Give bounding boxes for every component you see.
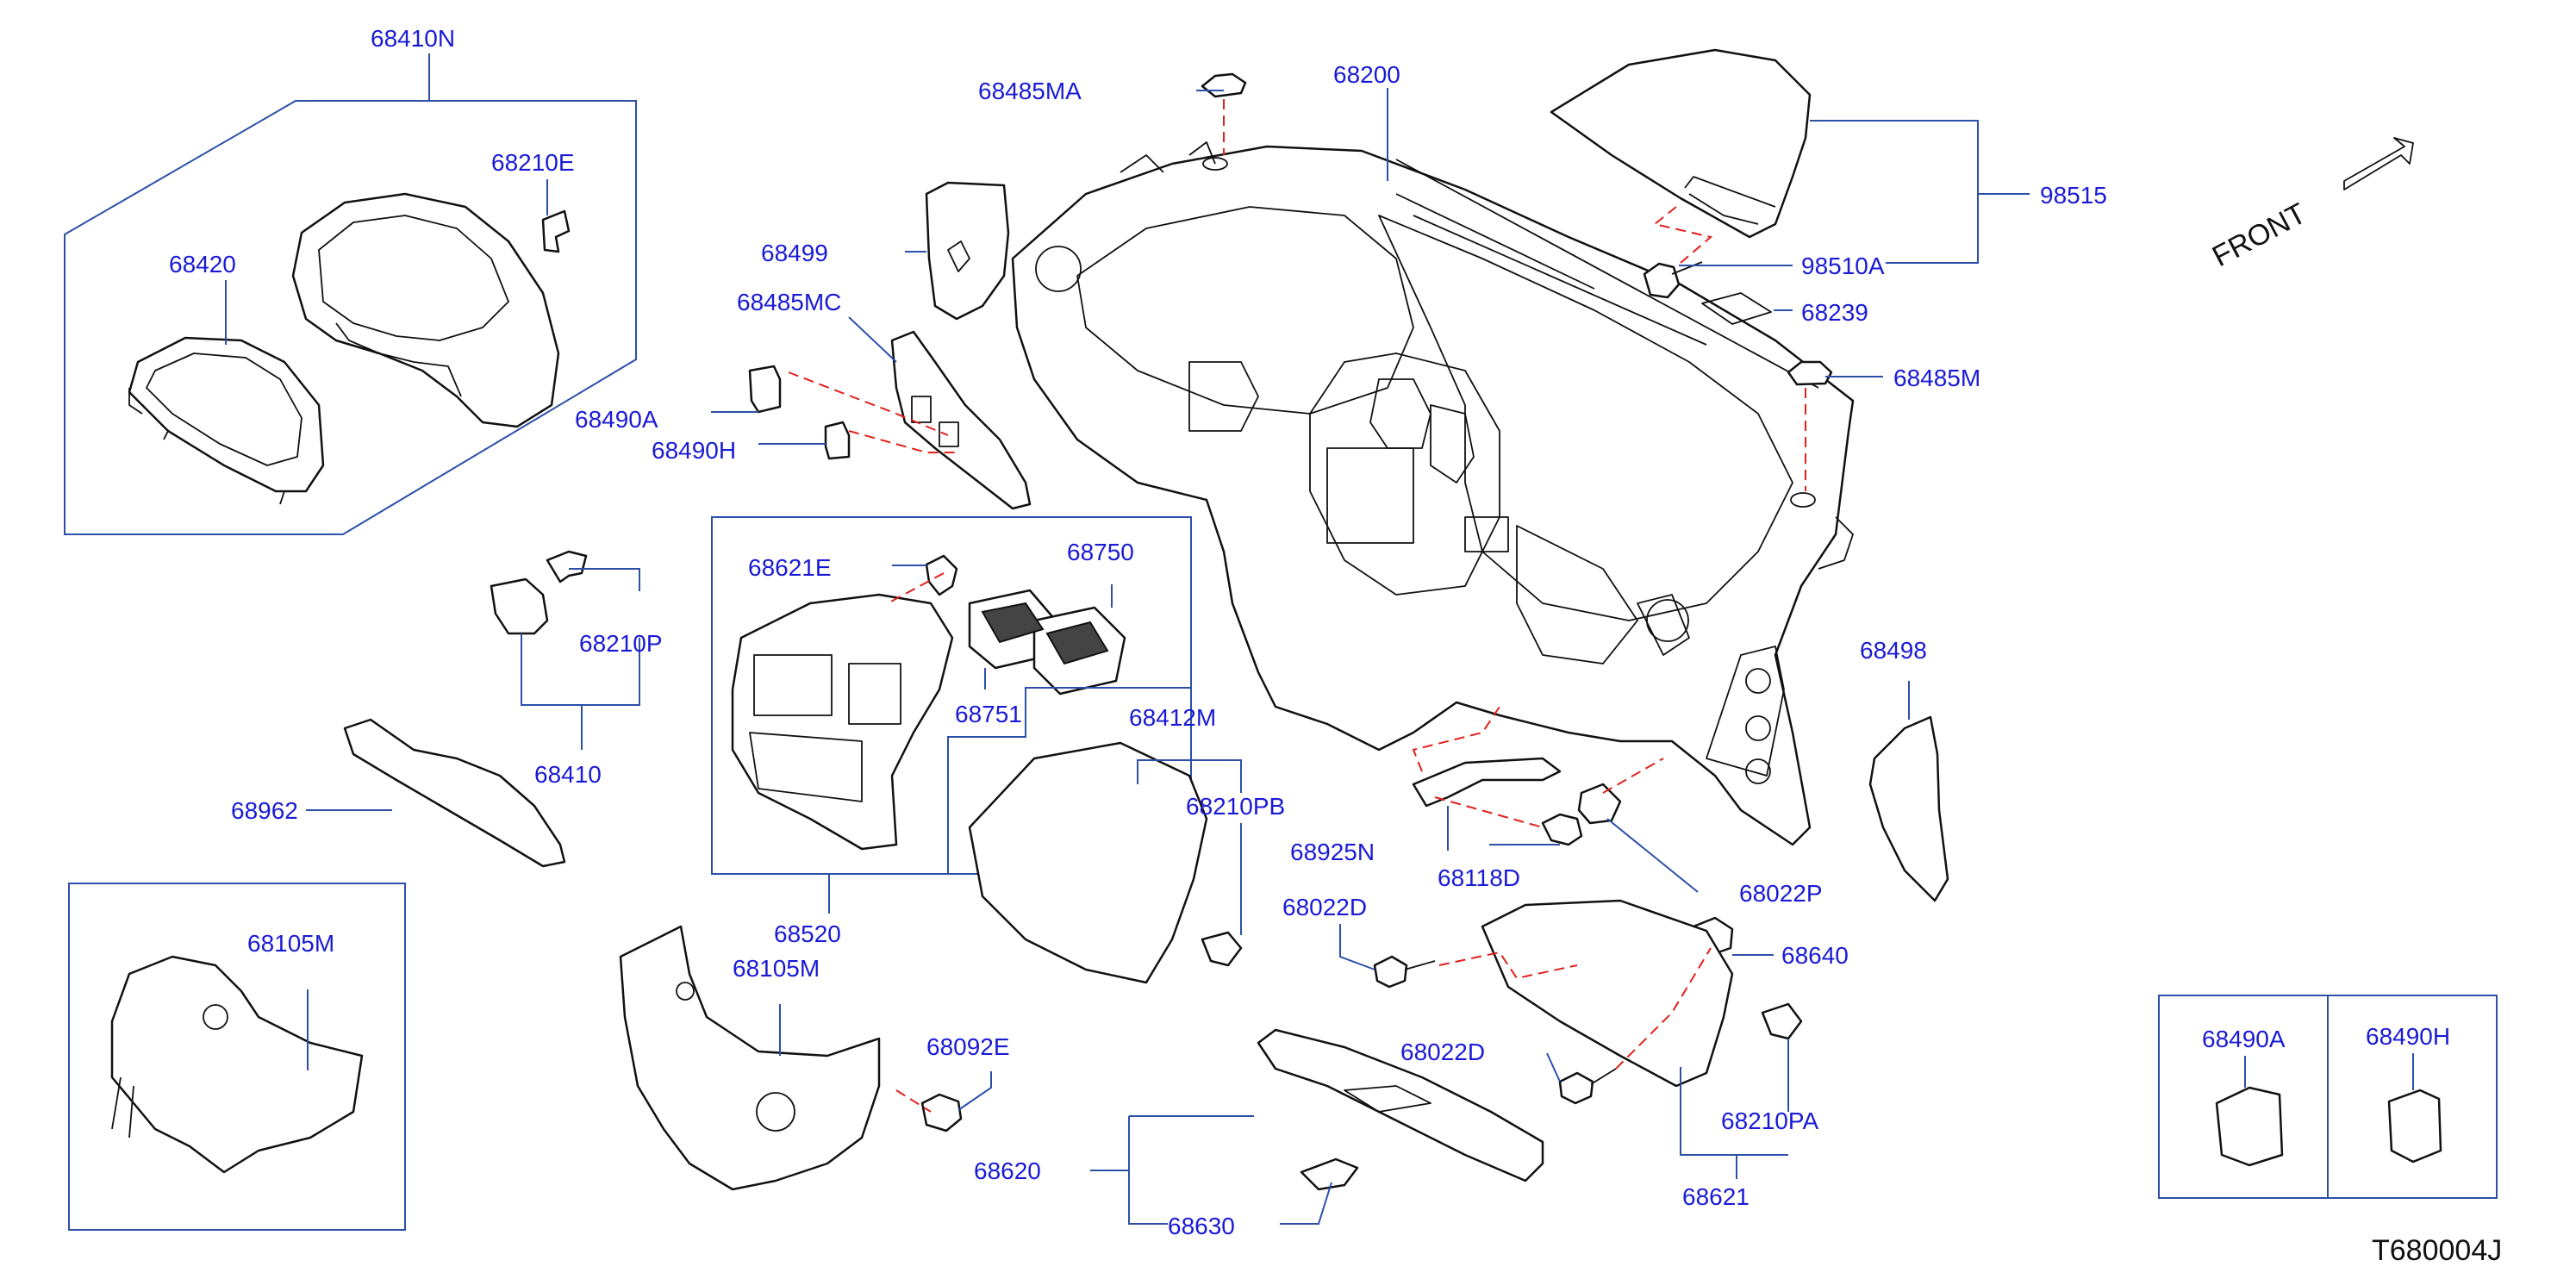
label-68490H-main: 68490H: [652, 437, 736, 464]
label-68105M: 68105M: [733, 955, 820, 982]
center-finisher-68520-shape: [731, 593, 954, 851]
center-vents-shape: [968, 589, 1126, 696]
label-68499: 68499: [761, 240, 828, 266]
label-68485MC: 68485MC: [737, 289, 841, 315]
label-68210P: 68210P: [579, 630, 663, 657]
label-68620: 68620: [974, 1157, 1041, 1184]
inset-clip-68490A-shape: [2215, 1086, 2284, 1167]
switch-panel-68485MC-shape: [890, 330, 1032, 510]
label-68485MA: 68485MA: [978, 78, 1082, 104]
label-68621: 68621: [1682, 1183, 1750, 1210]
bolt-68118D-shape: [1541, 813, 1583, 846]
screw-68022D-bottom-shape: [1558, 1071, 1594, 1105]
cap-68485MA-shape: [1201, 72, 1247, 98]
label-68410N: 68410N: [371, 25, 455, 52]
label-68022P: 68022P: [1739, 880, 1823, 907]
label-68118D: 68118D: [1438, 864, 1520, 891]
glovebox-lid-68620-shape: [1257, 1028, 1544, 1182]
label-68210PA: 68210PA: [1721, 1107, 1818, 1134]
label-68105M-box: 68105M: [247, 930, 334, 957]
instrument-panel-shape: [1011, 141, 1855, 846]
screw-68092E-shape: [920, 1093, 963, 1132]
clip-68210P-shape: [546, 550, 588, 583]
cap-68485M-shape: [1787, 360, 1833, 386]
clip-68490H-shape: [824, 421, 851, 460]
lower-trim-68962-shape: [343, 718, 566, 868]
clip-68490A-shape: [748, 365, 782, 414]
cluster-bezel-shape: [128, 336, 325, 505]
label-68239: 68239: [1801, 299, 1868, 326]
column-cover-box-shape: [110, 955, 364, 1174]
label-68750: 68750: [1067, 539, 1134, 565]
label-98515: 98515: [2040, 182, 2107, 209]
drawing-code: T680004J: [2372, 1234, 2502, 1267]
label-68751: 68751: [955, 701, 1022, 727]
assembly-lines: [788, 99, 1806, 1113]
label-68490A-inset: 68490A: [2202, 1026, 2286, 1052]
label-68490A-main: 68490A: [575, 406, 658, 433]
label-68640: 68640: [1781, 942, 1849, 969]
label-68092E: 68092E: [926, 1033, 1010, 1060]
cluster-hood-shape: [291, 192, 560, 428]
label-68200: 68200: [1333, 61, 1400, 88]
pad-68239-shape: [1701, 292, 1772, 325]
bracket-68210P-shape: [490, 577, 549, 635]
nut-68022P-shape: [1577, 783, 1622, 825]
clip-68210E-shape: [541, 209, 571, 253]
label-68925N: 68925N: [1290, 839, 1375, 865]
label-68630: 68630: [1168, 1213, 1235, 1239]
leader-lines: [225, 53, 2414, 1225]
label-68210E: 68210E: [491, 149, 575, 176]
label-68621E: 68621E: [748, 554, 832, 581]
front-label: FRONT: [2207, 197, 2311, 274]
label-68485M: 68485M: [1893, 365, 1980, 391]
airbag-lid-98515-shape: [1550, 48, 1812, 239]
clip-68210PA-shape: [1761, 1002, 1803, 1040]
label-68520: 68520: [774, 920, 841, 947]
label-98510A: 98510A: [1801, 253, 1885, 279]
column-cover-box: [68, 883, 406, 1231]
front-arrow-icon: [2343, 137, 2414, 190]
column-cover-main-shape: [619, 925, 881, 1191]
lid-68412M-shape: [968, 741, 1208, 984]
label-68412M: 68412M: [1129, 704, 1216, 731]
label-68490H-inset: 68490H: [2366, 1023, 2450, 1050]
inset-clip-68490H-shape: [2387, 1089, 2442, 1164]
side-cover-68498-shape: [1868, 715, 1949, 902]
label-68420: 68420: [169, 251, 236, 278]
bracket-68925N-shape: [1412, 757, 1562, 808]
label-68962: 68962: [231, 797, 298, 824]
bolt-98510A-shape: [1643, 262, 1681, 299]
label-68410: 68410: [534, 761, 602, 788]
label-68022D-bottom: 68022D: [1400, 1039, 1485, 1065]
center-panel-box: [711, 516, 1192, 875]
screw-68022D-top-shape: [1373, 955, 1408, 989]
cluster-group-box: [64, 100, 637, 535]
clip-68621E-shape: [925, 554, 958, 596]
glovebox-housing-68621-shape: [1481, 899, 1734, 1088]
handle-68630-shape: [1300, 1157, 1359, 1191]
side-panel-68499-shape: [925, 181, 1010, 321]
label-68498: 68498: [1860, 637, 1927, 664]
clip-68210PB-shape: [1201, 931, 1243, 967]
label-68022D-top: 68022D: [1282, 894, 1367, 920]
label-68210PB: 68210PB: [1186, 793, 1285, 820]
